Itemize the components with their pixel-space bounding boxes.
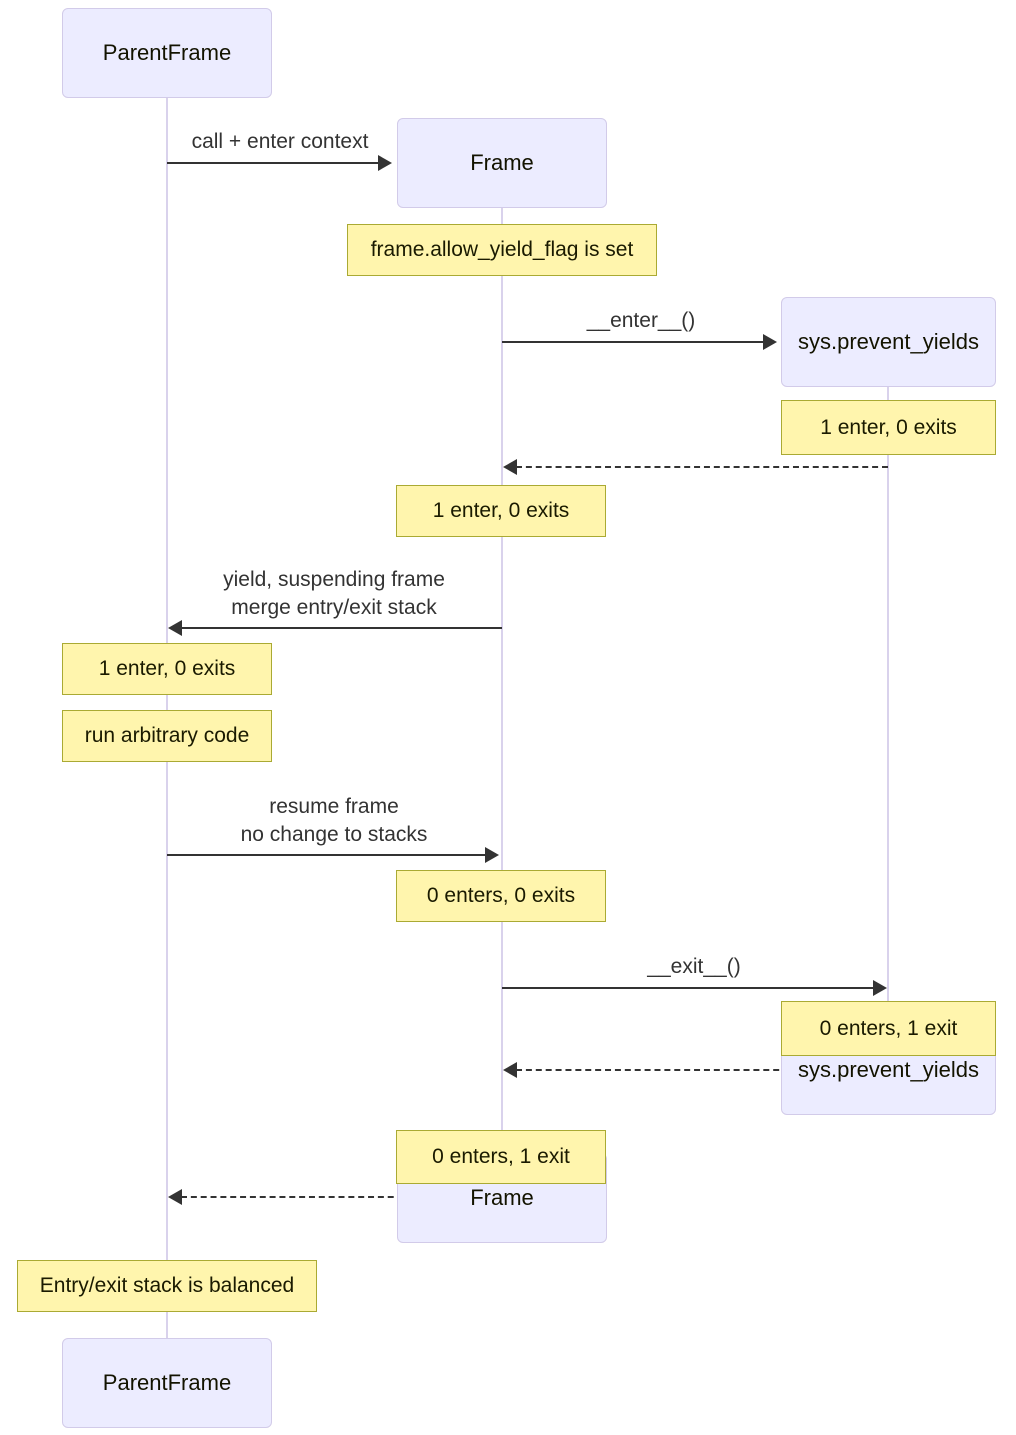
message-exit-label: __exit__() [647,955,741,978]
note-frame-after-exit: 0 enters, 1 exit [396,1130,606,1184]
message-yield-line [181,627,502,629]
message-exit-line [502,987,873,989]
participant-sys-prevent-yields-top: sys.prevent_yields [781,297,996,387]
note-sys-after-exit: 0 enters, 1 exit [781,1001,996,1056]
return-after-enter-line [516,466,888,468]
message-call-enter-context-line [167,162,379,164]
participant-parentframe-top: ParentFrame [62,8,272,98]
note-frame-after-resume: 0 enters, 0 exits [396,870,606,922]
message-call-enter-context-label: call + enter context [191,130,369,153]
participant-parentframe-bottom: ParentFrame [62,1338,272,1428]
lifeline-frame [501,208,503,1163]
message-yield-label: yield, suspending frame merge entry/exit… [223,566,445,622]
message-enter-line [502,341,764,343]
return-to-parent-line [181,1196,502,1198]
note-allow-yield-flag: frame.allow_yield_flag is set [347,224,657,276]
arrowhead-left-icon [503,1062,517,1078]
message-yield-line2: merge entry/exit stack [231,596,437,619]
message-resume-line [167,854,486,856]
message-resume-line1: resume frame [269,795,399,818]
note-run-arbitrary-code: run arbitrary code [62,710,272,762]
return-after-exit-line [516,1069,888,1071]
arrowhead-left-icon [168,1189,182,1205]
message-resume-line2: no change to stacks [240,823,428,846]
arrowhead-right-icon [763,334,777,350]
message-yield-line1: yield, suspending frame [223,568,445,591]
participant-frame-top: Frame [397,118,607,208]
arrowhead-right-icon [485,847,499,863]
message-resume-label: resume frame no change to stacks [241,793,428,849]
note-sys-after-enter: 1 enter, 0 exits [781,400,996,455]
note-frame-after-enter: 1 enter, 0 exits [396,485,606,537]
lifeline-sys-prevent-yields [887,387,889,1032]
message-enter-label: __enter__() [586,309,696,332]
note-parent-after-yield: 1 enter, 0 exits [62,643,272,695]
arrowhead-right-icon [873,980,887,996]
arrowhead-left-icon [503,459,517,475]
arrowhead-left-icon [168,620,182,636]
arrowhead-right-icon [378,155,392,171]
note-stack-balanced: Entry/exit stack is balanced [17,1260,317,1312]
